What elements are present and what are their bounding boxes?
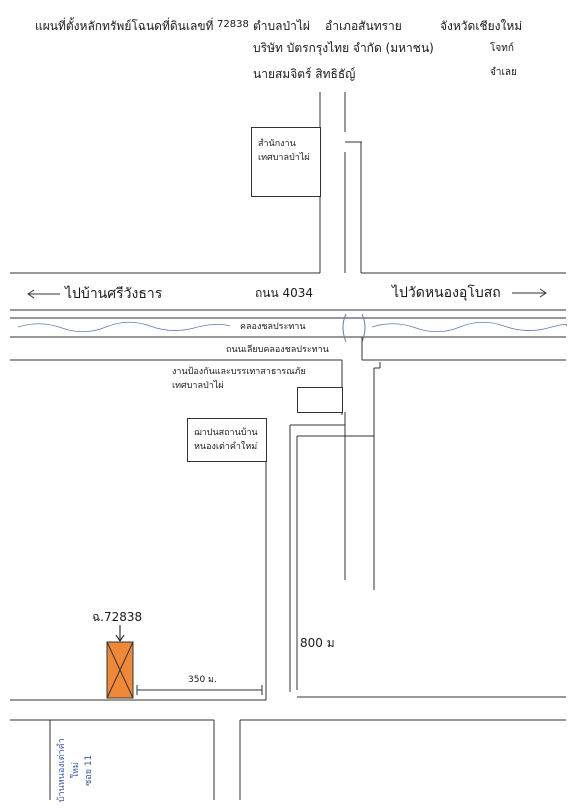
- crematorium-box: ฌาปนสถานบ้าน หนองเต่าคำใหม่: [187, 418, 267, 462]
- bridge-left: [342, 313, 347, 343]
- bridge-right: [361, 313, 366, 343]
- municipal-office-label: สำนักงาน เทศบาลป่าไผ่: [258, 139, 310, 163]
- canal-road-label: ถนนเลียบคลองชลประทาน: [226, 345, 329, 355]
- defendant-name: นายสมจิตร์ สิทธิธัญ์: [253, 67, 356, 81]
- canal-wave-right: [371, 321, 567, 333]
- right-direction-label: ไปวัดหนองอุโบสถ: [392, 285, 501, 301]
- disaster-unit-box: [297, 387, 343, 413]
- defendant-label: จำเลย: [490, 67, 517, 78]
- amphoe: อำเภอสันทราย: [325, 19, 402, 33]
- header-title: แผนที่ตั้งหลักทรัพย์โฉนดที่ดินเลขที่: [35, 19, 214, 33]
- left-direction-label: ไปบ้านศรีวังธาร: [65, 286, 163, 302]
- land-plot-label: ฉ.72838: [92, 610, 143, 624]
- company-name: บริษัท บัตรกรุงไทย จำกัด (มหาชน): [253, 41, 434, 55]
- municipal-office-box: สำนักงาน เทศบาลป่าไผ่: [251, 127, 321, 197]
- right-arrow-head: [539, 288, 547, 298]
- crematorium-label: ฌาปนสถานบ้าน หนองเต่าคำใหม่: [194, 428, 258, 453]
- plot-cross-2: [106, 641, 134, 699]
- plot-pointer-head: [115, 634, 125, 643]
- disaster-unit-label: งานป้องกันและบรรเทาสาธารณภัย เทศบาลป่าไผ…: [172, 367, 306, 392]
- plot-distance-label: 350 ม.: [188, 675, 217, 685]
- canal-wave-left: [17, 321, 231, 333]
- plaintiff-label: โจทก์: [490, 43, 514, 54]
- changwat: จังหวัดเชียงใหม่: [440, 19, 523, 33]
- deed-number: 72838: [217, 19, 249, 30]
- left-arrow-head: [27, 289, 35, 299]
- tambon: ตำบลป่าไผ่: [253, 19, 310, 33]
- lane-length-label: 800 ม: [300, 636, 335, 650]
- canal-label: คลองชลประทาน: [240, 322, 306, 332]
- village-soi-sign: บ้านหนองเต่าคำใหม่ ซอย 11: [56, 738, 94, 803]
- main-road-label: ถนน 4034: [255, 286, 314, 300]
